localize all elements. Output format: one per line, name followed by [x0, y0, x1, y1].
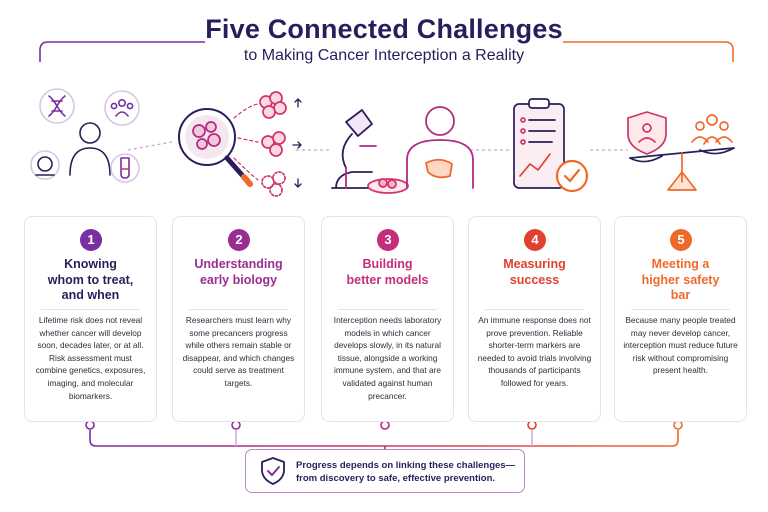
- card-divider: [631, 309, 730, 310]
- challenge-card-1: 1 Knowing whom to treat, and when Lifeti…: [24, 216, 157, 422]
- page-subtitle: to Making Cancer Interception a Reality: [243, 47, 525, 64]
- challenge-title: Meeting a higher safety bar: [641, 257, 720, 302]
- challenge-card-3: 3 Building better models Interception ne…: [321, 216, 454, 422]
- people-group-icon: [104, 90, 140, 126]
- petri-dish-icon: [367, 178, 409, 194]
- cell-cluster-disappear-icon: [261, 171, 302, 197]
- icons-group-2: [178, 91, 302, 197]
- challenge-number-badge: 3: [377, 229, 399, 251]
- person-icon: [69, 122, 111, 176]
- microscope-icon: [331, 109, 393, 189]
- dna-icon: [39, 88, 75, 124]
- cell-cluster-progress-icon: [259, 91, 302, 119]
- shield-person-icon: [627, 111, 667, 155]
- challenge-number-badge: 1: [80, 229, 102, 251]
- challenge-description: An immune response does not prove preven…: [477, 315, 592, 388]
- page-title: Five Connected Challenges: [205, 14, 563, 44]
- card-divider: [189, 309, 288, 310]
- challenge-number-badge: 4: [524, 229, 546, 251]
- challenge-card-4: 4 Measuring success An immune response d…: [468, 216, 601, 422]
- balance-scale-icon: [629, 147, 735, 191]
- people-group-icon-right: [691, 114, 733, 145]
- clipboard-chart-icon: [513, 98, 565, 189]
- card-divider: [485, 309, 584, 310]
- challenge-title: Knowing whom to treat, and when: [47, 257, 134, 302]
- challenge-description: Researchers must learn why some precance…: [182, 315, 295, 388]
- icons-group-4: [513, 98, 589, 193]
- challenge-number-badge: 2: [228, 229, 250, 251]
- icon-connectors: [127, 141, 628, 151]
- icons-group-5: [627, 111, 735, 191]
- challenge-title: Measuring success: [503, 257, 566, 287]
- challenge-description: Because many people treated may never de…: [623, 315, 738, 376]
- title-bracket: [39, 41, 734, 62]
- shield-check-icon: [261, 457, 285, 485]
- cell-cluster-stable-icon: [261, 131, 302, 157]
- challenge-card-5: 5 Meeting a higher safety bar Because ma…: [614, 216, 747, 422]
- bottom-connector: [85, 420, 683, 452]
- challenge-title: Understanding early biology: [194, 257, 283, 287]
- human-torso-icon: [406, 106, 474, 189]
- challenge-title: Building better models: [346, 257, 429, 287]
- footer-text: Progress depends on linking these challe…: [296, 460, 516, 484]
- mri-scanner-icon: [30, 150, 60, 180]
- test-tube-icon: [110, 153, 140, 183]
- magnifying-glass-cells-icon: [178, 108, 253, 187]
- card-divider: [41, 309, 140, 310]
- card-divider: [338, 309, 437, 310]
- challenge-description: Lifetime risk does not reveal whether ca…: [35, 315, 146, 401]
- challenge-description: Interception needs laboratory models in …: [333, 315, 442, 401]
- icons-group-1: [30, 88, 140, 183]
- challenge-card-2: 2 Understanding early biology Researcher…: [172, 216, 305, 422]
- checkmark-icon: [555, 159, 589, 193]
- icons-group-3: [331, 106, 474, 194]
- challenge-number-badge: 5: [670, 229, 692, 251]
- footer-callout: Progress depends on linking these challe…: [245, 449, 525, 493]
